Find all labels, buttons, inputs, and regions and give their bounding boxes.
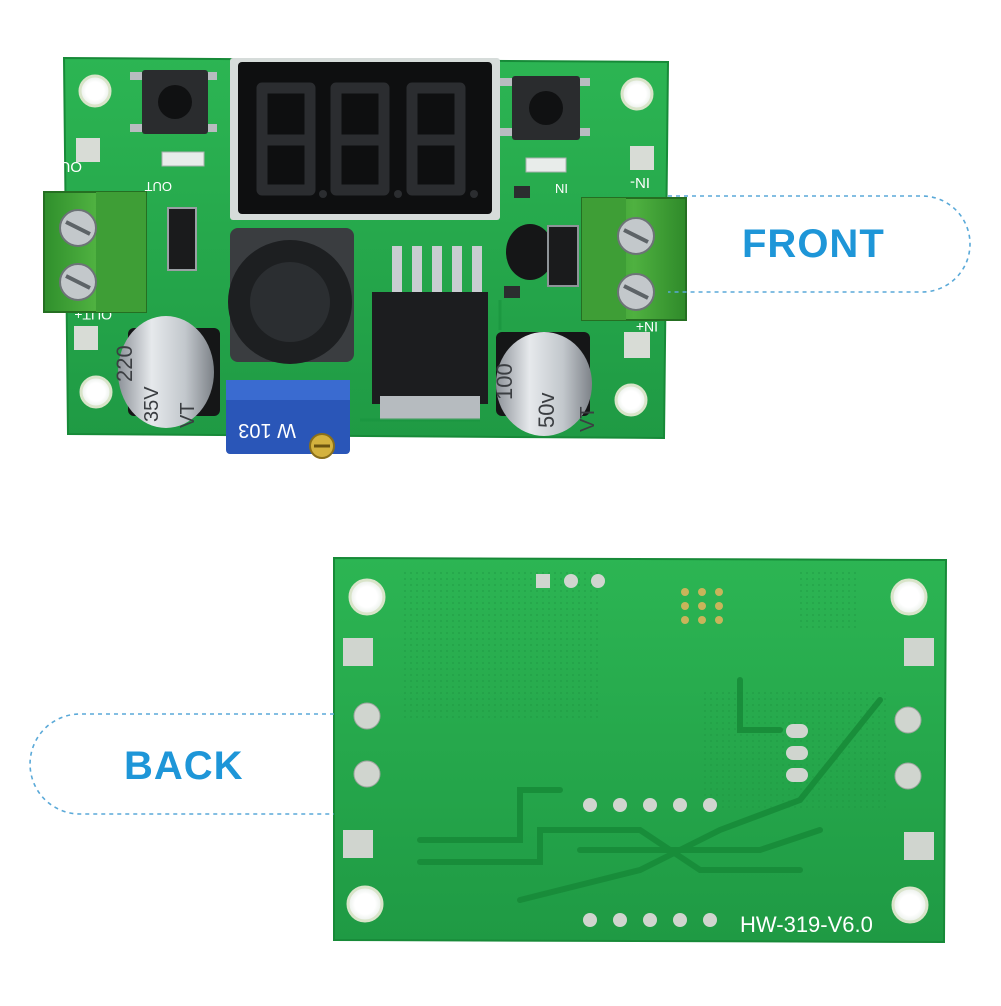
terminal-block-output: [43, 191, 147, 313]
inductor: [228, 228, 354, 364]
mounting-hole: [348, 578, 386, 616]
mounting-hole: [614, 383, 648, 417]
diode: [167, 207, 197, 271]
potentiometer: W 103: [226, 380, 350, 459]
svg-text:VT: VT: [577, 406, 599, 432]
cap-left-series: VT: [177, 402, 199, 428]
pad: [904, 638, 934, 666]
push-button-right: [500, 76, 590, 140]
pad: [353, 760, 381, 788]
front-board: OUT- OUT IN IN- OUT+ IN+: [43, 56, 687, 459]
cap-right-voltage: 50v: [534, 393, 559, 428]
svg-text:100: 100: [492, 363, 517, 400]
svg-text:50v: 50v: [534, 393, 559, 428]
pad: [536, 574, 550, 588]
svg-text:220: 220: [112, 345, 137, 382]
mounting-hole: [79, 375, 113, 409]
transistor: [506, 224, 554, 280]
pad: [76, 138, 100, 162]
seven-segment-display: [230, 58, 500, 220]
mounting-hole: [78, 74, 112, 108]
pad: [630, 146, 654, 170]
pad: [786, 746, 808, 760]
cap-left-voltage: 35V: [141, 386, 163, 422]
pad: [591, 574, 605, 588]
board-model-label: HW-319-V6.0: [740, 912, 873, 937]
smd-component: [547, 225, 579, 287]
regulator-ic: [372, 246, 488, 420]
mounting-hole: [890, 578, 928, 616]
cap-right-value: 100: [492, 363, 517, 400]
pad: [564, 574, 578, 588]
silk-in-minus: IN-: [630, 174, 650, 191]
back-board: HW-319-V6.0: [333, 556, 948, 944]
pad: [353, 702, 381, 730]
silk-out: OUT: [145, 179, 173, 194]
svg-text:35V: 35V: [141, 386, 163, 422]
front-callout: [668, 195, 971, 293]
pot-label: W 103: [238, 419, 296, 441]
capacitor-left: 220 35V VT: [112, 316, 220, 428]
smd-component: [514, 186, 530, 198]
push-button-left: [130, 70, 217, 134]
led-out: [161, 151, 205, 167]
mounting-hole: [346, 885, 384, 923]
mounting-hole: [891, 886, 929, 924]
cap-left-value: 220: [112, 345, 137, 382]
front-label: FRONT: [742, 222, 885, 266]
cap-right-series: VT: [577, 406, 599, 432]
smd-component: [504, 286, 520, 298]
led-in: [525, 157, 567, 173]
silk-out-minus: OUT-: [46, 158, 82, 175]
mounting-hole: [620, 77, 654, 111]
silk-in: IN: [555, 181, 568, 196]
pad: [894, 706, 922, 734]
pad: [894, 762, 922, 790]
capacitor-right: 100 50v VT: [492, 332, 599, 436]
pad: [74, 326, 98, 350]
svg-text:VT: VT: [177, 402, 199, 428]
terminal-block-input: [581, 197, 687, 321]
pad: [904, 832, 934, 860]
pad: [786, 768, 808, 782]
back-label: BACK: [124, 744, 244, 788]
silk-in-plus: IN+: [636, 319, 658, 335]
pad: [343, 830, 373, 858]
back-callout: [29, 713, 334, 815]
pad: [786, 724, 808, 738]
pad: [343, 638, 373, 666]
pad: [624, 332, 650, 358]
